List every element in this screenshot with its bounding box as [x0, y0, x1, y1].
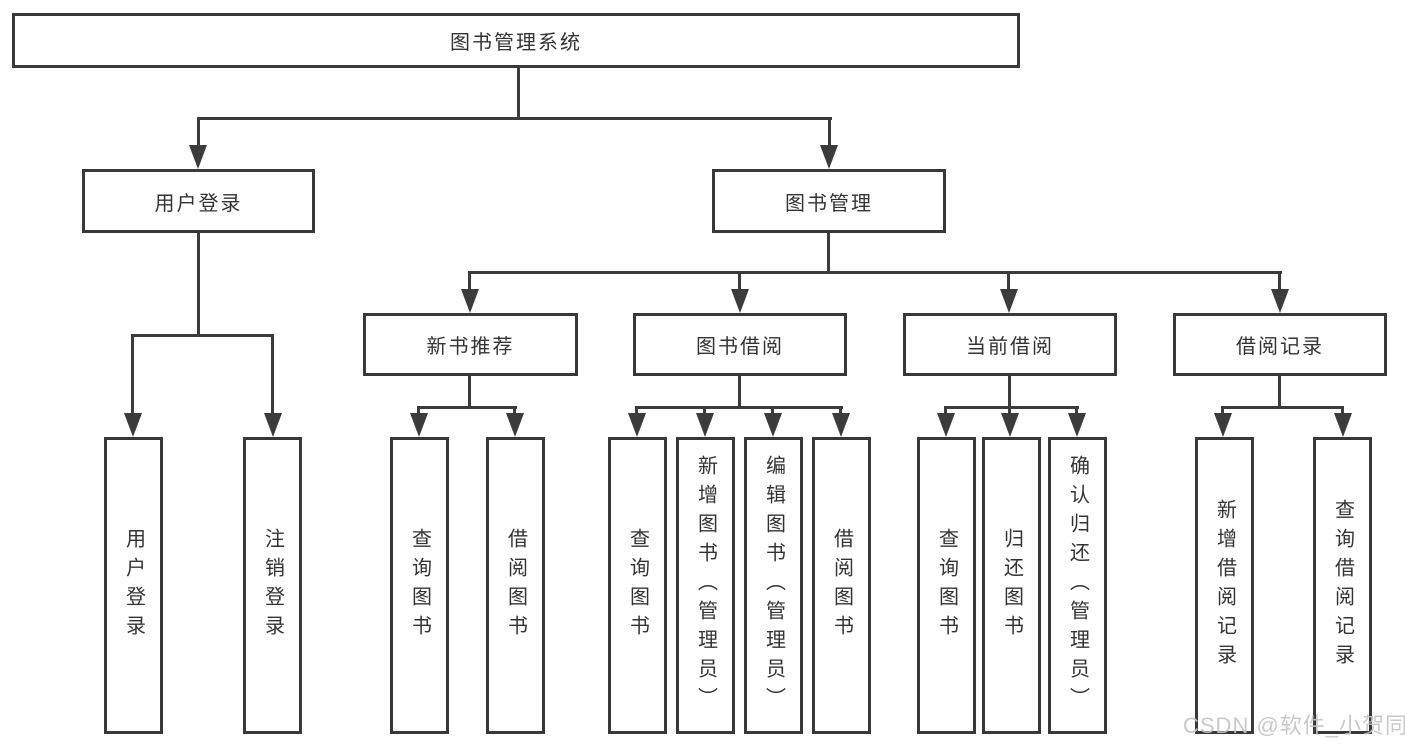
- node-borrow-records: 借阅记录: [1173, 313, 1387, 376]
- arrow-down-icon: [764, 413, 782, 437]
- leaf-query-books-1: 查询图书: [390, 437, 449, 734]
- arrow-down-icon: [731, 289, 749, 313]
- node-current-borrow: 当前借阅: [903, 313, 1117, 376]
- connector-line: [944, 406, 947, 418]
- leaf-add-borrow-record: 新增借阅记录: [1195, 437, 1254, 734]
- connector-line: [738, 376, 741, 408]
- leaf-query-books-1-label: 查询图书: [408, 527, 431, 644]
- leaf-query-books-3: 查询图书: [917, 437, 976, 734]
- node-book-management-label: 图书管理: [785, 192, 873, 215]
- connector-line: [1008, 406, 1011, 418]
- connector-line: [131, 334, 274, 337]
- node-borrow-records-label: 借阅记录: [1236, 336, 1324, 358]
- connector-line: [468, 376, 471, 408]
- leaf-user-login: 用户登录: [104, 437, 163, 734]
- connector-line: [1007, 271, 1010, 295]
- connector-line: [197, 117, 200, 149]
- leaf-add-books-admin: 新增图书（管理员）: [676, 437, 735, 734]
- node-current-borrow-label: 当前借阅: [966, 336, 1054, 358]
- arrow-down-icon: [1001, 413, 1019, 437]
- leaf-query-books-2-label: 查询图书: [626, 527, 649, 644]
- leaf-borrow-books-1: 借阅图书: [486, 437, 545, 734]
- leaf-add-borrow-record-label: 新增借阅记录: [1213, 498, 1236, 673]
- leaf-return-books: 归还图书: [982, 437, 1041, 734]
- leaf-query-books-2: 查询图书: [608, 437, 667, 734]
- connector-line: [468, 271, 1282, 274]
- arrow-down-icon: [189, 145, 207, 169]
- arrow-down-icon: [1214, 413, 1232, 437]
- leaf-user-login-label: 用户登录: [122, 527, 145, 644]
- connector-line: [417, 406, 420, 418]
- leaf-add-books-admin-label: 新增图书（管理员）: [694, 455, 717, 716]
- leaf-borrow-books-1-label: 借阅图书: [504, 527, 527, 644]
- connector-line: [944, 406, 1079, 409]
- arrow-down-icon: [628, 413, 646, 437]
- node-book-borrow-label: 图书借阅: [696, 336, 784, 358]
- node-root-label: 图书管理系统: [450, 32, 582, 54]
- leaf-edit-books-admin: 编辑图书（管理员）: [744, 437, 803, 734]
- connector-line: [635, 406, 843, 409]
- leaf-confirm-return-admin-label: 确认归还（管理员）: [1066, 455, 1089, 716]
- connector-line: [513, 406, 516, 418]
- connector-line: [1341, 406, 1344, 418]
- arrow-down-icon: [937, 413, 955, 437]
- connector-line: [271, 334, 274, 417]
- leaf-return-books-label: 归还图书: [1000, 527, 1023, 644]
- leaf-confirm-return-admin: 确认归还（管理员）: [1048, 437, 1107, 734]
- connector-line: [828, 117, 831, 149]
- node-book-borrow: 图书借阅: [633, 313, 847, 376]
- node-book-management: 图书管理: [712, 169, 946, 233]
- leaf-query-borrow-record: 查询借阅记录: [1313, 437, 1372, 734]
- arrow-down-icon: [1271, 289, 1289, 313]
- connector-line: [197, 117, 832, 120]
- connector-line: [1221, 406, 1344, 409]
- arrow-down-icon: [1334, 413, 1352, 437]
- connector-line: [703, 406, 706, 418]
- connector-line: [771, 406, 774, 418]
- arrow-down-icon: [832, 413, 850, 437]
- node-user-login-label: 用户登录: [154, 192, 243, 215]
- arrow-down-icon: [506, 413, 524, 437]
- connector-line: [1278, 376, 1281, 408]
- arrow-down-icon: [410, 413, 428, 437]
- csdn-watermark: CSDN @软件_小贺同学: [1183, 713, 1405, 738]
- arrow-down-icon: [461, 289, 479, 313]
- arrow-down-icon: [1068, 413, 1086, 437]
- leaf-borrow-books-2-label: 借阅图书: [830, 527, 853, 644]
- node-new-book-recommend-label: 新书推荐: [426, 336, 515, 358]
- connector-line: [827, 233, 830, 273]
- node-root: 图书管理系统: [12, 13, 1020, 68]
- leaf-borrow-books-2: 借阅图书: [812, 437, 871, 734]
- connector-line: [839, 406, 842, 418]
- leaf-logout-label: 注销登录: [261, 527, 284, 644]
- connector-line: [417, 406, 517, 409]
- connector-line: [635, 406, 638, 418]
- leaf-edit-books-admin-label: 编辑图书（管理员）: [762, 455, 785, 716]
- leaf-query-books-3-label: 查询图书: [935, 527, 958, 644]
- connector-line: [468, 271, 471, 295]
- connector-line: [738, 271, 741, 295]
- node-new-book-recommend: 新书推荐: [363, 313, 578, 376]
- connector-line: [197, 233, 200, 336]
- connector-line: [1278, 271, 1281, 295]
- arrow-down-icon: [1000, 289, 1018, 313]
- arrow-down-icon: [124, 413, 142, 437]
- connector-line: [1221, 406, 1224, 418]
- connector-line: [1075, 406, 1078, 418]
- connector-line: [1008, 376, 1011, 408]
- leaf-logout: 注销登录: [243, 437, 302, 734]
- arrow-down-icon: [696, 413, 714, 437]
- node-user-login: 用户登录: [82, 169, 315, 233]
- connector-line: [131, 334, 134, 417]
- leaf-query-borrow-record-label: 查询借阅记录: [1331, 498, 1354, 673]
- arrow-down-icon: [820, 145, 838, 169]
- arrow-down-icon: [264, 413, 282, 437]
- connector-line: [517, 68, 520, 118]
